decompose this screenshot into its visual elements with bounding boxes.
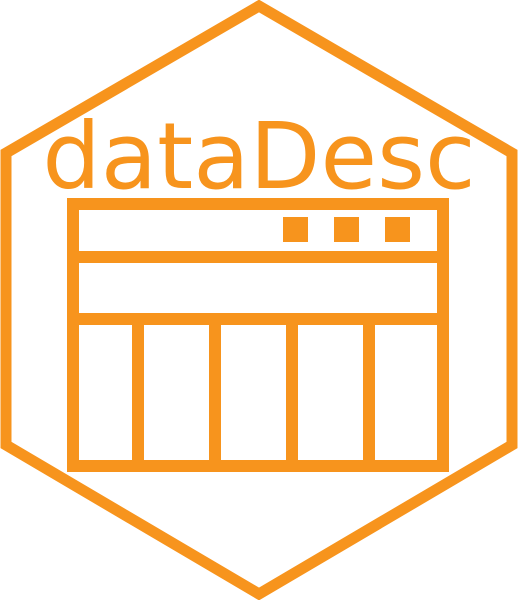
- logo-title: dataDesc: [42, 103, 475, 210]
- data-table-window-icon: [67, 198, 449, 472]
- window-control-square-2: [334, 217, 359, 242]
- window-frame: [67, 198, 449, 472]
- window-control-square-3: [385, 217, 410, 242]
- window-control-square-1: [283, 217, 308, 242]
- window-controls: [283, 217, 410, 242]
